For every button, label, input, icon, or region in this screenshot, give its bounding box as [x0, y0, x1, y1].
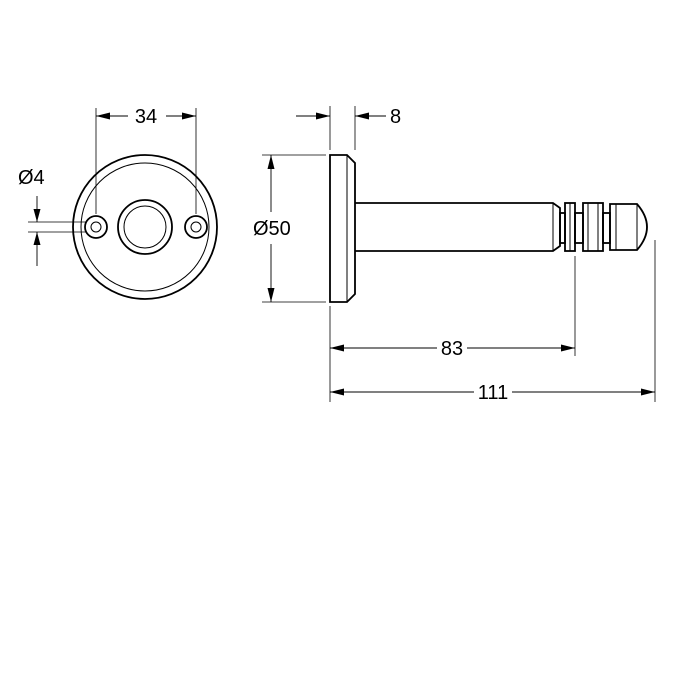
dimension-total-length: 111: [330, 240, 656, 404]
dimension-hole-spacing: 34: [95, 106, 197, 214]
screw-hole-right-inner: [190, 221, 202, 233]
center-boss-outer: [117, 199, 173, 255]
center-boss-inner: [123, 205, 167, 249]
hook-ring-2: [582, 202, 604, 252]
total-length-label: 111: [478, 382, 508, 404]
hook-neck-2: [602, 212, 611, 244]
screw-hole-left-outer: [84, 215, 108, 239]
dimension-hook-length-inner: 83: [329, 256, 576, 402]
screw-hole-right-outer: [184, 215, 208, 239]
hook-groove: [574, 212, 584, 244]
hook-shaft: [355, 202, 561, 252]
side-view: [329, 154, 648, 303]
wall-plate: [329, 154, 356, 303]
dimension-plate-thickness: 8: [296, 106, 401, 150]
front-view: [72, 154, 218, 300]
dimension-hole-diameter: Ø4: [18, 167, 86, 266]
dimension-plate-diameter: Ø50: [253, 154, 326, 303]
rosette-inner-circle: [80, 162, 210, 292]
rosette-outer-circle: [72, 154, 218, 300]
hook-length-inner-label: 83: [441, 338, 463, 360]
hole-diameter-label: Ø4: [18, 167, 45, 189]
hole-spacing-label: 34: [135, 106, 157, 128]
screw-hole-left-inner: [90, 221, 102, 233]
plate-diameter-label: Ø50: [253, 218, 291, 240]
plate-thickness-label: 8: [390, 106, 401, 128]
